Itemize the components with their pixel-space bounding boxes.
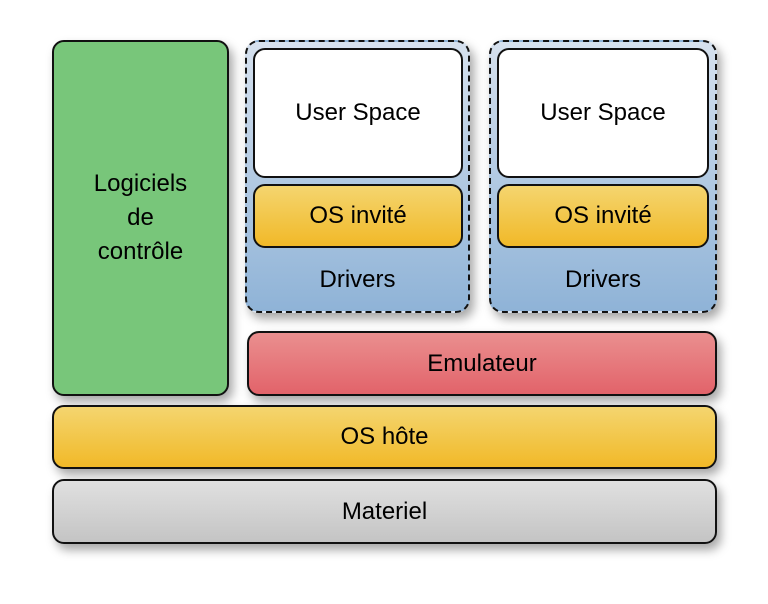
- control-software-line-1: Logiciels: [93, 170, 188, 197]
- hardware-box: Materiel: [52, 479, 717, 544]
- control-software-line-2: de: [127, 204, 154, 231]
- guest-os-box: OS invité: [253, 184, 463, 248]
- guest-os-label: OS invité: [554, 202, 652, 229]
- host-os-label: OS hôte: [340, 423, 429, 450]
- guest-vm-1: User Space OS invité Drivers: [245, 40, 470, 313]
- drivers-label: Drivers: [319, 266, 396, 293]
- user-space-box: User Space: [253, 48, 463, 178]
- control-software-line-3: contrôle: [97, 238, 184, 265]
- emulator-label: Emulateur: [427, 349, 537, 377]
- guest-os-label: OS invité: [309, 202, 407, 229]
- hardware-label: Materiel: [341, 497, 428, 525]
- user-space-box: User Space: [497, 48, 709, 178]
- user-space-label: User Space: [540, 99, 666, 126]
- user-space-label: User Space: [295, 99, 421, 126]
- control-software-box: Logiciels de contrôle: [52, 40, 229, 396]
- guest-vm-2: User Space OS invité Drivers: [489, 40, 717, 313]
- guest-os-box: OS invité: [497, 184, 709, 248]
- host-os-box: OS hôte: [52, 405, 717, 469]
- emulator-box: Emulateur: [247, 331, 717, 396]
- drivers-label: Drivers: [565, 266, 641, 293]
